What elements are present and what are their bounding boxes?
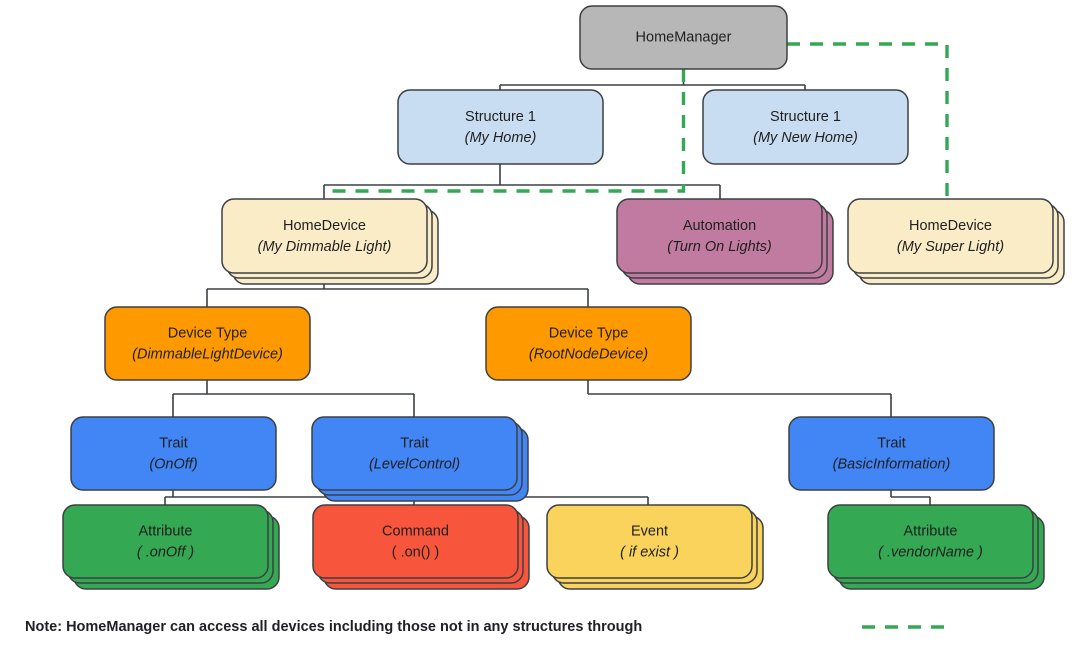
home-device-super-light-node[interactable]: HomeDevice (My Super Light) xyxy=(847,198,1065,285)
attribute-vendor-name-node[interactable]: Attribute ( .vendorName ) xyxy=(827,504,1045,590)
structure-my-new-home-node-subtitle: (My New Home) xyxy=(753,130,858,146)
automation-turn-on-lights-node[interactable]: Automation (Turn On Lights) xyxy=(616,198,834,285)
home-device-super-light-node-subtitle: (My Super Light) xyxy=(897,239,1004,255)
edge-home-manager-to-structures xyxy=(499,69,806,90)
edge-device-type-2-to-trait xyxy=(587,380,892,417)
trait-basic-information-node-subtitle: (BasicInformation) xyxy=(833,456,951,472)
home-device-super-light-node-body[interactable] xyxy=(847,198,1054,274)
trait-level-control-node-title: Trait xyxy=(400,435,428,451)
device-type-dimmable-light-node-body[interactable] xyxy=(104,306,311,381)
attribute-vendor-name-node-subtitle: ( .vendorName ) xyxy=(878,544,983,560)
home-device-dimmable-light-node-title: HomeDevice xyxy=(283,218,366,234)
device-type-dimmable-light-node-subtitle: (DimmableLightDevice) xyxy=(132,346,283,362)
diagram-note-text: Note: HomeManager can access all devices… xyxy=(25,619,642,635)
trait-onoff-node-subtitle: (OnOff) xyxy=(149,456,197,472)
structure-my-new-home-node[interactable]: Structure 1 (My New Home) xyxy=(702,89,909,165)
device-type-root-node-node-title: Device Type xyxy=(549,325,629,341)
attribute-vendor-name-node-title: Attribute xyxy=(904,523,958,539)
trait-basic-information-node-title: Trait xyxy=(877,435,905,451)
structure-my-home-node[interactable]: Structure 1 (My Home) xyxy=(397,89,604,165)
structure-my-home-node-subtitle: (My Home) xyxy=(465,130,537,146)
attribute-onoff-node[interactable]: Attribute ( .onOff ) xyxy=(62,504,280,590)
edge-device-type-1-to-traits xyxy=(172,380,415,417)
device-type-dimmable-light-node-title: Device Type xyxy=(168,325,248,341)
structure-my-home-node-title: Structure 1 xyxy=(465,109,536,125)
automation-turn-on-lights-node-title: Automation xyxy=(683,218,756,234)
event-if-exist-node[interactable]: Event ( if exist ) xyxy=(546,504,764,590)
attribute-onoff-node-subtitle: ( .onOff ) xyxy=(137,544,194,560)
diagram-note-layer: Note: HomeManager can access all devices… xyxy=(25,619,945,635)
event-if-exist-node-title: Event xyxy=(631,523,668,539)
home-manager-node[interactable]: HomeManager xyxy=(579,5,788,70)
trait-level-control-node-subtitle: (LevelControl) xyxy=(369,456,460,472)
event-if-exist-node-body[interactable] xyxy=(546,504,753,579)
structure-my-new-home-node-title: Structure 1 xyxy=(770,109,841,125)
attribute-vendor-name-node-body[interactable] xyxy=(827,504,1034,579)
dashed-home-manager-to-home-device-2 xyxy=(787,42,949,199)
command-on-node-body[interactable] xyxy=(312,504,519,579)
device-type-root-node-node[interactable]: Device Type (RootNodeDevice) xyxy=(485,306,692,381)
dashed-access-edges-layer xyxy=(324,42,949,199)
event-if-exist-node-subtitle: ( if exist ) xyxy=(620,544,679,560)
edge-structure-to-children xyxy=(323,164,721,199)
structure-my-new-home-node-body[interactable] xyxy=(702,89,909,165)
home-manager-node-title: HomeManager xyxy=(636,29,732,45)
home-manager-node-body[interactable] xyxy=(579,5,788,70)
trait-onoff-node-body[interactable] xyxy=(70,416,277,491)
home-device-super-light-node-title: HomeDevice xyxy=(909,218,992,234)
trait-level-control-node-body[interactable] xyxy=(311,416,518,491)
attribute-onoff-node-body[interactable] xyxy=(62,504,269,579)
structure-my-home-node-body[interactable] xyxy=(397,89,604,165)
automation-turn-on-lights-node-body[interactable] xyxy=(616,198,823,274)
attribute-onoff-node-title: Attribute xyxy=(139,523,193,539)
trait-onoff-node[interactable]: Trait (OnOff) xyxy=(70,416,277,491)
device-type-root-node-node-body[interactable] xyxy=(485,306,692,381)
device-type-root-node-node-subtitle: (RootNodeDevice) xyxy=(529,346,648,362)
command-on-node-title: Command xyxy=(382,523,449,539)
dashed-home-manager-to-home-device-1 xyxy=(324,69,686,193)
trait-basic-information-node-body[interactable] xyxy=(788,416,995,491)
trait-level-control-node[interactable]: Trait (LevelControl) xyxy=(311,416,529,502)
trait-basic-information-node[interactable]: Trait (BasicInformation) xyxy=(788,416,995,491)
home-device-dimmable-light-node-body[interactable] xyxy=(221,198,428,274)
command-on-node[interactable]: Command ( .on() ) xyxy=(312,504,530,590)
device-type-dimmable-light-node[interactable]: Device Type (DimmableLightDevice) xyxy=(104,306,311,381)
command-on-node-subtitle: ( .on() ) xyxy=(392,544,440,560)
trait-onoff-node-title: Trait xyxy=(159,435,187,451)
home-device-dimmable-light-node-subtitle: (My Dimmable Light) xyxy=(258,239,392,255)
home-device-dimmable-light-node[interactable]: HomeDevice (My Dimmable Light) xyxy=(221,198,439,285)
automation-turn-on-lights-node-subtitle: (Turn On Lights) xyxy=(667,239,772,255)
edge-trait-basic-to-attribute xyxy=(890,490,931,505)
